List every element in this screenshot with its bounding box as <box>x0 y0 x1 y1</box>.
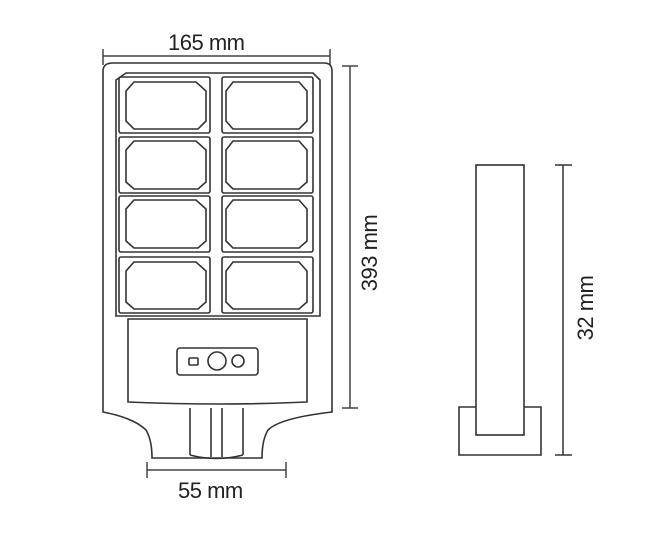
solar-sensor-panel <box>127 318 308 405</box>
width-dimension-line <box>102 49 331 65</box>
front-view <box>102 62 333 460</box>
light-sensor-icon <box>188 357 199 366</box>
mounting-bracket <box>189 408 244 460</box>
depth-dimension-line <box>555 164 572 456</box>
height-label: 393 mm <box>357 214 382 292</box>
led-frame <box>115 72 321 317</box>
depth-label: 32 mm <box>573 275 598 341</box>
bracket-width-label: 55 mm <box>178 478 243 503</box>
camera-lens-icon <box>207 351 227 371</box>
side-base <box>458 406 542 456</box>
side-view <box>458 164 542 456</box>
width-label: 165 mm <box>168 30 245 55</box>
sensor-housing <box>176 347 259 376</box>
housing-outline <box>102 62 333 459</box>
motion-sensor-icon <box>231 354 245 368</box>
height-dimension-line <box>342 65 358 409</box>
bracket-dimension-line <box>146 462 287 478</box>
led-module-grid <box>118 76 314 314</box>
side-body <box>475 164 525 436</box>
